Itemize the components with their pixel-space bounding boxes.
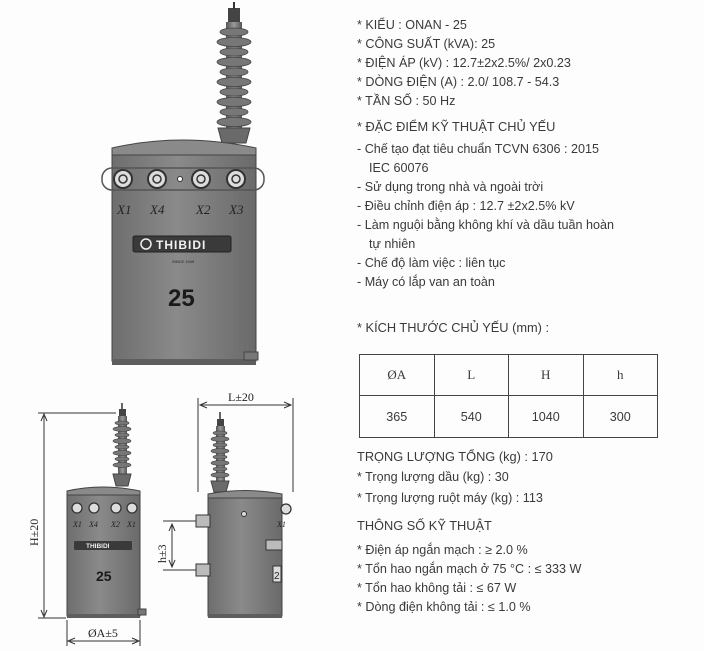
dim-L-label: L±20	[228, 390, 254, 404]
parameters-heading: THÔNG SỐ KỸ THUẬT	[357, 518, 492, 533]
small-terminal-3: X2	[110, 520, 120, 529]
brand-logo: THIBIDI	[156, 238, 206, 252]
small-terminal-4: X1	[126, 520, 136, 529]
terminal-label-3: X2	[195, 202, 211, 217]
transformer-drawings: X1 X4 X2 X3 THIBIDI SINCE 1949 25	[27, 2, 294, 646]
basic-specs: * KIỂU : ONAN - 25 * CÔNG SUẤT (kVA): 25…	[357, 16, 571, 111]
spec-type: * KIỂU : ONAN - 25	[357, 18, 467, 32]
dim-value-H: 1040	[508, 395, 584, 438]
side-plate-label: 2	[274, 571, 280, 582]
dim-value-A: 365	[359, 395, 435, 438]
features-list: - Chế tạo đạt tiêu chuẩn TCVN 6306 : 201…	[357, 140, 614, 292]
terminal-label-4: X3	[228, 202, 244, 217]
drain-valve	[243, 351, 259, 361]
spec-power: * CÔNG SUẤT (kVA): 25	[357, 37, 496, 51]
hv-bushing	[216, 22, 252, 144]
dimensions-table: ØA L H h 365 540 1040 300	[359, 354, 658, 438]
dim-h-label: h±3	[155, 544, 169, 563]
dim-header-h: h	[582, 354, 658, 396]
spec-current: * DÒNG ĐIỆN (A) : 2.0/ 108.7 - 54.3	[357, 75, 560, 89]
side-terminal-label: X1	[276, 520, 286, 529]
dim-H-label: H±20	[27, 519, 41, 546]
param-no-load-loss: * Tổn hao không tải : ≤ 67 W	[357, 581, 517, 595]
param-short-circuit-voltage: * Điện áp ngắn mạch : ≥ 2.0 %	[357, 543, 528, 557]
parameters-list: * Điện áp ngắn mạch : ≥ 2.0 % * Tổn hao …	[357, 541, 581, 617]
dim-header-L: L	[433, 354, 509, 396]
terminal-label-2: X4	[149, 202, 165, 217]
feature-cooling-cont: tự nhiên	[369, 237, 416, 251]
side-view: L±20 X1 2	[155, 390, 294, 618]
feature-safety-valve: - Máy có lắp van an toàn	[357, 275, 495, 289]
feature-cooling: - Làm nguội bằng không khí và dầu tuần h…	[357, 218, 614, 232]
lv-terminals	[113, 169, 246, 189]
tech-features-heading: * ĐẶC ĐIỂM KỸ THUẬT CHỦ YẾU	[357, 119, 556, 134]
main-transformer-front-view: X1 X4 X2 X3 THIBIDI SINCE 1949 25	[101, 2, 265, 365]
dim-header-A: ØA	[359, 354, 435, 396]
logo-plate	[132, 235, 232, 253]
spec-frequency: * TẦN SỐ : 50 Hz	[357, 94, 456, 108]
param-load-loss: * Tổn hao ngắn mạch ở 75 °C : ≤ 333 W	[357, 562, 582, 576]
rating-label: 25	[168, 285, 195, 312]
feature-standard: - Chế tạo đạt tiêu chuẩn TCVN 6306 : 201…	[357, 142, 600, 156]
weight-core: * Trọng lượng ruột máy (kg) : 113	[357, 491, 543, 505]
weight-section: TRỌNG LƯỢNG TỔNG (kg) : 170 * Trọng lượn…	[357, 446, 553, 509]
small-rating-label: 25	[96, 568, 112, 584]
small-brand-logo: THIBIDI	[86, 543, 110, 550]
param-no-load-current: * Dòng điện không tải : ≤ 1.0 %	[357, 600, 531, 614]
dim-header-H: H	[508, 354, 584, 396]
dim-value-h: 300	[582, 395, 658, 438]
brand-since: SINCE 1949	[172, 259, 195, 264]
dim-A-label: ØA±5	[88, 626, 118, 640]
tank-lid	[111, 139, 257, 157]
dimensions-value-row: 365 540 1040 300	[359, 395, 658, 438]
dim-value-L: 540	[433, 395, 509, 438]
spec-voltage: * ĐIỆN ÁP (kV) : 12.7±2x2.5%/ 2x0.23	[357, 56, 571, 70]
feature-voltage-regulation: - Điều chỉnh điện áp : 12.7 ±2x2.5% kV	[357, 199, 575, 213]
small-terminal-1: X1	[72, 520, 82, 529]
weight-oil: * Trọng lượng dầu (kg) : 30	[357, 470, 509, 484]
feature-standard-iec: IEC 60076	[369, 161, 429, 175]
small-terminal-2: X4	[88, 520, 98, 529]
bushing-cap	[228, 8, 240, 22]
small-front-view: X1 X4 X2 X1 THIBIDI 25 H±20 ØA±5	[27, 403, 147, 646]
terminal-label-1: X1	[116, 202, 131, 217]
feature-usage: - Sử dụng trong nhà và ngoài trời	[357, 180, 544, 194]
weight-total: TRỌNG LƯỢNG TỔNG (kg) : 170	[357, 449, 553, 464]
dimensions-header-row: ØA L H h	[359, 354, 658, 396]
dimensions-heading: * KÍCH THƯỚC CHỦ YẾU (mm) :	[357, 320, 550, 335]
feature-operation: - Chế độ làm việc : liên tục	[357, 256, 506, 270]
